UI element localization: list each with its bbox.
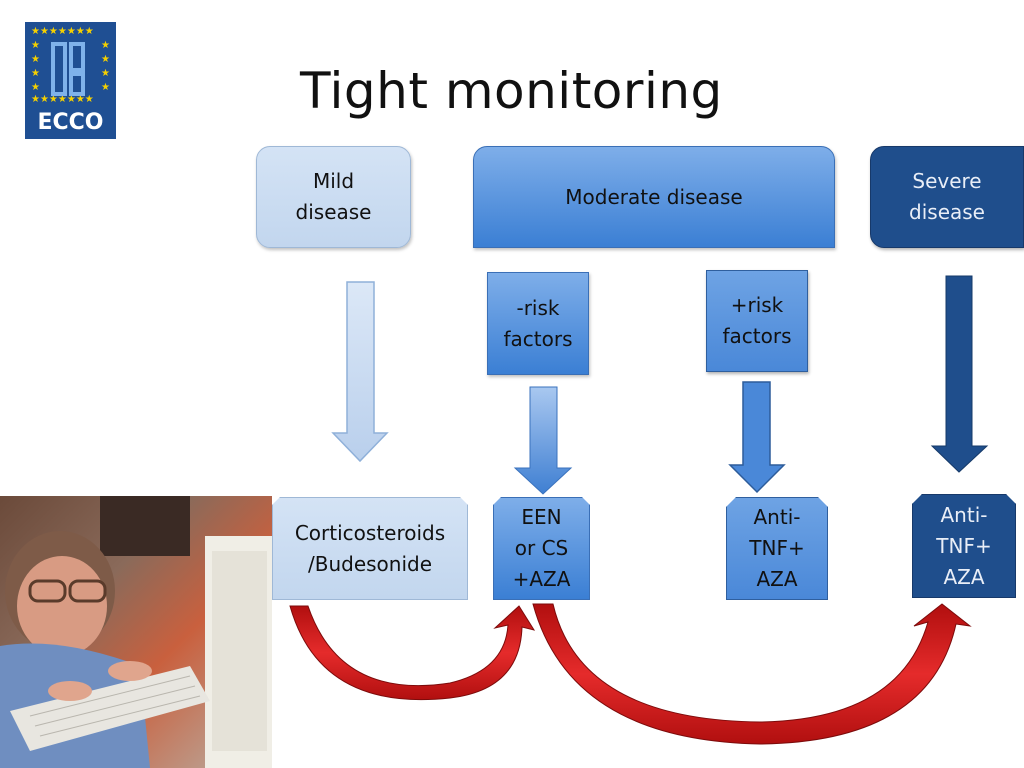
svg-text:★: ★ xyxy=(101,82,110,93)
minus-risk-factors-box: -risk factors xyxy=(487,272,589,375)
svg-text:★★★★★★★: ★★★★★★★ xyxy=(31,94,94,105)
een-box: EEN or CS +AZA xyxy=(493,497,590,600)
plus-risk-factors-box: +risk factors xyxy=(706,270,808,372)
svg-text:★: ★ xyxy=(31,68,40,79)
severe-down-arrow xyxy=(930,275,989,473)
minus-risk-down-arrow xyxy=(513,386,573,495)
slide-title: Tight monitoring xyxy=(300,62,723,120)
logo-text: ECCO xyxy=(37,110,104,135)
photo-illustration xyxy=(0,496,272,768)
svg-text:★: ★ xyxy=(31,82,40,93)
svg-text:★: ★ xyxy=(101,40,110,51)
moderate-disease-box: Moderate disease xyxy=(473,146,835,248)
mild-down-arrow xyxy=(331,281,389,463)
ecco-logo-icon: ★★★★★★★ ★ ★ ★ ★ ★ ★ ★ ★ ★★★★★★★ ECCO xyxy=(25,22,116,139)
svg-text:★: ★ xyxy=(101,68,110,79)
escalation-arrow-1 xyxy=(289,605,536,701)
anti-tnf-severe-box: Anti- TNF+ AZA xyxy=(912,494,1016,598)
svg-text:★: ★ xyxy=(101,54,110,65)
child-at-computer-photo xyxy=(0,496,272,768)
plus-risk-down-arrow xyxy=(728,381,786,494)
corticosteroids-box: Corticosteroids /Budesonide xyxy=(272,497,468,600)
anti-tnf-moderate-box: Anti- TNF+ AZA xyxy=(726,497,828,600)
escalation-arrow-2 xyxy=(532,603,972,745)
svg-text:★★★★★★★: ★★★★★★★ xyxy=(31,26,94,37)
svg-text:★: ★ xyxy=(31,54,40,65)
mild-disease-box: Mild disease xyxy=(256,146,411,248)
svg-text:★: ★ xyxy=(31,40,40,51)
ecco-logo-graphic: ★★★★★★★ ★ ★ ★ ★ ★ ★ ★ ★ ★★★★★★★ xyxy=(31,26,110,105)
severe-disease-box: Severe disease xyxy=(870,146,1024,248)
